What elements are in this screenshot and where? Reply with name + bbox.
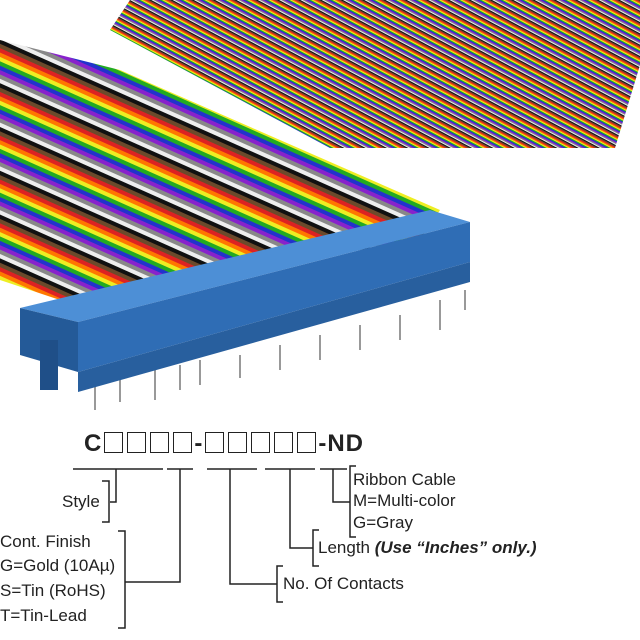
- connector-pins: [94, 290, 466, 410]
- code-box: [150, 432, 170, 453]
- length-text: Length: [318, 538, 370, 557]
- length-note: (Use “Inches” only.): [374, 538, 537, 557]
- style-label: Style: [62, 492, 100, 511]
- finish-option: S=Tin (RoHS): [0, 581, 106, 600]
- cable-title: Ribbon Cable: [353, 470, 457, 489]
- code-box: [205, 432, 225, 453]
- finish-option: T=Tin-Lead: [0, 606, 87, 625]
- code-box: [228, 432, 248, 453]
- cable-option: M=Multi-color: [353, 491, 456, 510]
- code-box: [127, 432, 147, 453]
- part-number-template: C - -ND: [84, 430, 364, 458]
- code-box: [104, 432, 124, 453]
- part-prefix: C: [84, 430, 103, 457]
- contacts-label: No. Of Contacts: [283, 574, 404, 593]
- cable-option: G=Gray: [353, 513, 413, 532]
- connector-body: [20, 210, 470, 392]
- finish-option: G=Gold (10Aµ): [0, 556, 116, 575]
- part-suffix: -ND: [318, 430, 364, 457]
- code-box: [173, 432, 193, 453]
- code-box: [297, 432, 317, 453]
- length-label: Length (Use “Inches” only.): [318, 538, 537, 558]
- code-box: [251, 432, 271, 453]
- diagram-lines: [73, 465, 356, 629]
- ribbon-cable-back: [110, 0, 640, 148]
- code-box: [274, 432, 294, 453]
- finish-title: Cont. Finish: [0, 532, 91, 551]
- separator: -: [194, 430, 204, 457]
